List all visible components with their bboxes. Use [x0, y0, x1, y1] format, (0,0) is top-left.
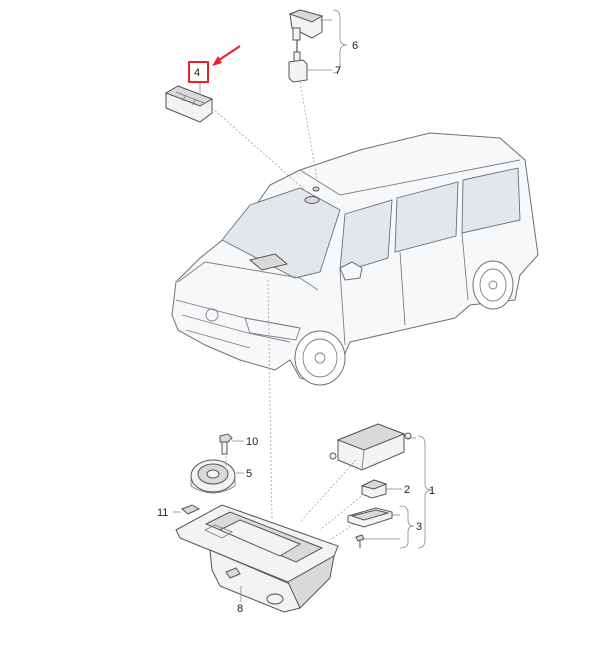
- part-4-overhead-control-unit[interactable]: [164, 85, 214, 123]
- callout-1[interactable]: 1: [429, 485, 435, 497]
- part-6-sensor[interactable]: [288, 9, 324, 54]
- callout-7[interactable]: 7: [335, 65, 341, 77]
- bracket-1: [417, 435, 433, 549]
- callout-4[interactable]: 4: [194, 67, 200, 79]
- dashline-3: [329, 523, 355, 541]
- callout-2[interactable]: 2: [404, 484, 410, 496]
- callout-10[interactable]: 10: [246, 436, 258, 448]
- part-8-overhead-console[interactable]: [175, 504, 339, 613]
- bracket-3: [399, 505, 415, 549]
- callout-8[interactable]: 8: [237, 603, 243, 615]
- dashline-1: [299, 459, 357, 523]
- van-illustration: [171, 132, 539, 386]
- bracket-6: [332, 9, 348, 74]
- callout-5[interactable]: 5: [246, 468, 252, 480]
- part-3-holder[interactable]: [347, 507, 393, 548]
- dashline-4: [211, 107, 306, 191]
- dashline-van-tray: [267, 279, 273, 521]
- part-1-control-unit[interactable]: [329, 423, 412, 471]
- callout-11[interactable]: 11: [157, 507, 168, 519]
- callout-6[interactable]: 6: [352, 40, 358, 52]
- callout-3[interactable]: 3: [416, 521, 422, 533]
- highlight-box: [188, 61, 209, 83]
- part-5-speaker[interactable]: [190, 459, 236, 494]
- red-arrow-icon: [212, 45, 241, 66]
- part-7-connector[interactable]: [288, 51, 308, 83]
- dashline-6-7: [299, 81, 319, 186]
- dashline-2: [319, 493, 365, 531]
- part-2-bracket[interactable]: [360, 479, 388, 499]
- part-10-screw[interactable]: [219, 433, 233, 455]
- part-11-clip[interactable]: [181, 504, 201, 515]
